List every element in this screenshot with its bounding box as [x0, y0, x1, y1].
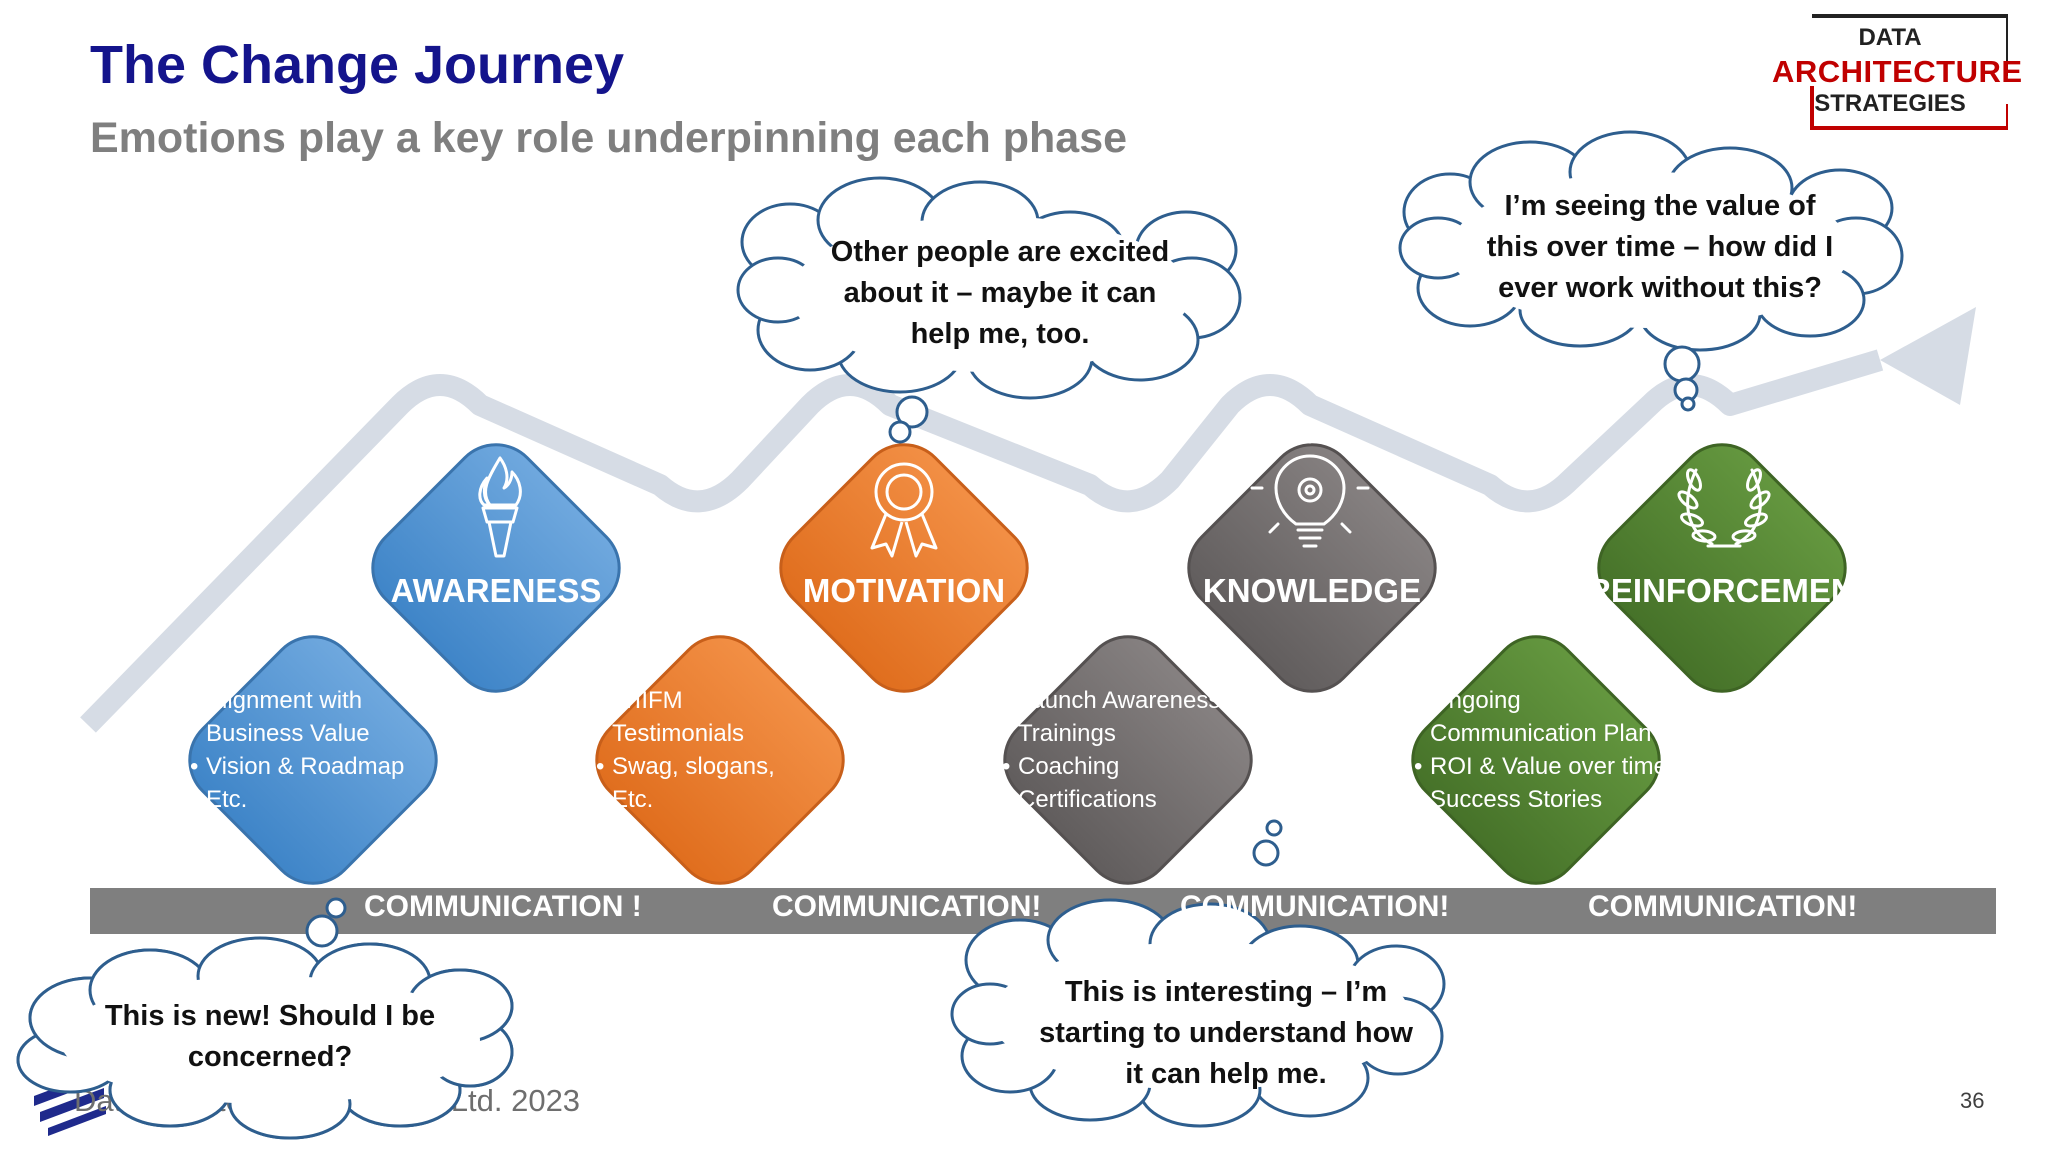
- communication-label: COMMUNICATION!: [1588, 890, 1858, 923]
- bullet-item: ROI & Value over time: [1414, 750, 1667, 783]
- phase-label-knowledge: KNOWLEDGE: [1202, 572, 1422, 609]
- bullet-item: Launch Awareness: [1002, 684, 1220, 717]
- reinforcement-diamond: [1597, 443, 1847, 693]
- bullet-item: Testimonials: [596, 717, 775, 750]
- award-ribbon-icon: [870, 462, 938, 558]
- bullet-item: Ongoing: [1414, 684, 1667, 717]
- thought-line: about it – maybe it can: [843, 277, 1157, 309]
- reinforcement-bullets: Ongoing Communication Plan ROI & Value o…: [1414, 684, 1667, 855]
- thought-cloud-knowledge: [950, 819, 1446, 1128]
- thought-line: concerned?: [187, 1041, 353, 1073]
- logo-line-1: DATA: [1858, 24, 1922, 51]
- logo-line-2: ARCHITECTURE: [1772, 54, 2023, 89]
- awareness-cloud-overlay: [16, 940, 514, 1140]
- bullet-item: Alignment with: [190, 684, 404, 717]
- thought-reinforcement: I’m seeing the value of this over time –…: [1440, 186, 1880, 309]
- bullet-continuation: Communication Plan: [1430, 720, 1652, 747]
- bullet-item: Etc.: [1414, 822, 1667, 855]
- arrow-head: [1880, 307, 1976, 405]
- logo-line-3: STRATEGIES: [1814, 90, 1966, 117]
- communication-label: COMMUNICATION!: [772, 890, 1042, 923]
- phase-label-reinforcement: REINFORCEMENT: [1587, 572, 1875, 609]
- thought-line: This is new! Should I be: [104, 1000, 436, 1032]
- thought-cloud-motivation: [736, 176, 1242, 444]
- logo-frame: [1810, 14, 2008, 130]
- thought-motivation: Other people are excited about it – mayb…: [780, 232, 1220, 355]
- knowledge-bullets: Launch Awareness Trainings Coaching Cert…: [1002, 684, 1220, 849]
- thought-line: it can help me.: [1125, 1058, 1327, 1090]
- bullet-item: Success Stories: [1414, 783, 1667, 816]
- thought-cloud-reinforcement: [1398, 130, 1904, 412]
- thought-line: this over time – how did I: [1486, 231, 1834, 263]
- thought-awareness: This is new! Should I be concerned?: [60, 996, 480, 1078]
- slide-title: The Change Journey: [90, 35, 625, 95]
- progress-arrow: [80, 349, 1884, 733]
- bullet-continuation: Business Value: [206, 720, 370, 747]
- torch-icon: [478, 456, 522, 558]
- motivation-bullets: WIIFM Testimonials Swag, slogans, Etc.: [596, 684, 775, 816]
- thought-knowledge: This is interesting – I’m starting to un…: [996, 972, 1456, 1095]
- thought-line: starting to understand how: [1039, 1017, 1413, 1049]
- thought-line: I’m seeing the value of: [1504, 190, 1816, 222]
- awareness-bullets: Alignment with Business Value Vision & R…: [190, 684, 404, 816]
- bullet-item: Etc.: [190, 783, 404, 816]
- bullet-item: Business Value: [190, 717, 404, 750]
- phase-label-motivation: MOTIVATION: [802, 572, 1006, 609]
- communication-label: COMMUNICATION !: [364, 890, 642, 923]
- motivation-diamond: [779, 443, 1029, 693]
- thought-line: This is interesting – I’m: [1064, 976, 1388, 1008]
- laurel-wreath-icon: [1677, 468, 1771, 548]
- thought-line: Other people are excited: [830, 236, 1170, 268]
- slide-subtitle: Emotions play a key role underpinning ea…: [90, 114, 1128, 162]
- bullet-item: Swag, slogans,: [596, 750, 775, 783]
- bullet-item: Etc.: [596, 783, 775, 816]
- page-number: 36: [1960, 1088, 1985, 1113]
- lightbulb-gear-icon: [1250, 430, 1370, 548]
- bullet-item: WIIFM: [596, 684, 775, 717]
- company-logo: DATA ARCHITECTURE STRATEGIES: [1772, 14, 2023, 130]
- bullet-item: Certifications: [1002, 783, 1220, 816]
- knowledge-diamond: [1187, 443, 1437, 693]
- bullet-item: Communication Plan: [1414, 717, 1667, 750]
- bullet-item: Trainings: [1002, 717, 1220, 750]
- phase-label-awareness: AWARENESS: [390, 572, 602, 609]
- thought-line: help me, too.: [910, 318, 1090, 350]
- awareness-diamond: [371, 443, 621, 693]
- bullet-item: Coaching: [1002, 750, 1220, 783]
- thought-line: ever work without this?: [1498, 272, 1822, 304]
- bullet-item: Etc.: [1002, 816, 1220, 849]
- communication-label: COMMUNICATION!: [1180, 890, 1450, 923]
- bullet-item: Vision & Roadmap: [190, 750, 404, 783]
